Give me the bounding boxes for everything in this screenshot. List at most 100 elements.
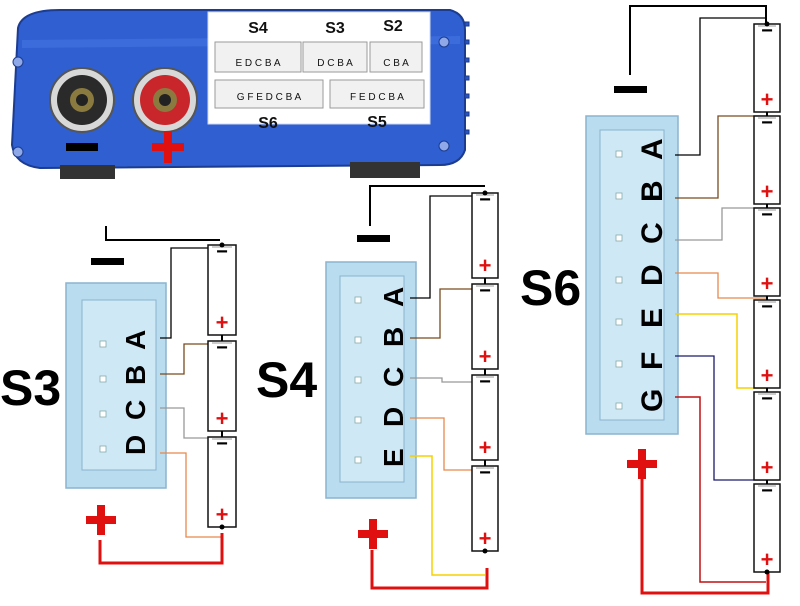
minus-icon: − bbox=[761, 480, 773, 502]
battery-cell: −+ bbox=[753, 204, 781, 297]
minus-icon bbox=[614, 86, 647, 93]
battery-stack-s3: −+−+−+ bbox=[207, 241, 237, 530]
plus-icon: + bbox=[479, 344, 492, 369]
minus-icon bbox=[66, 143, 98, 151]
battery-stack-s4: −+−+−+−+ bbox=[471, 189, 499, 554]
minus-icon: − bbox=[479, 462, 491, 484]
socket-s5 bbox=[329, 79, 425, 109]
battery-cell: −+ bbox=[207, 431, 237, 528]
pin-label-b: B bbox=[378, 327, 409, 347]
pin-label-d: D bbox=[120, 435, 151, 455]
wire-main-negative bbox=[629, 5, 767, 75]
socket-label-s2: S2 bbox=[383, 18, 403, 35]
plus-icon: + bbox=[216, 310, 229, 335]
device-foot bbox=[60, 165, 115, 179]
pin-label-a: A bbox=[120, 330, 151, 350]
minus-icon: − bbox=[216, 241, 228, 263]
socket-label-s4: S4 bbox=[248, 20, 268, 37]
socket-s5-pins: F E D C B A bbox=[350, 92, 404, 103]
wire-e bbox=[675, 313, 766, 389]
wire-main-negative bbox=[105, 226, 220, 241]
diagram-s3: S3 D C B A −+−+−+ bbox=[0, 226, 237, 565]
wire-e bbox=[410, 455, 485, 576]
wire-a bbox=[160, 247, 222, 339]
minus-icon: − bbox=[761, 204, 773, 226]
plus-icon: + bbox=[761, 547, 774, 572]
plus-icon bbox=[358, 519, 388, 549]
battery-cell: −+ bbox=[207, 241, 237, 336]
battery-stack-s6: −+−+−+−+−+−+ bbox=[753, 20, 781, 575]
wire-c bbox=[410, 377, 485, 383]
socket-s4-pins: E D C B A bbox=[235, 58, 280, 69]
plus-icon: + bbox=[761, 363, 774, 388]
socket-label-s6: S6 bbox=[258, 115, 278, 132]
plus-icon: + bbox=[216, 502, 229, 527]
screw-icon bbox=[438, 36, 450, 48]
pin-label-a: A bbox=[378, 287, 409, 307]
minus-icon: − bbox=[479, 189, 491, 211]
socket-s2-pins: C B A bbox=[383, 58, 409, 69]
socket-s6 bbox=[214, 79, 324, 109]
minus-icon: − bbox=[216, 337, 228, 359]
plus-icon: + bbox=[216, 406, 229, 431]
pin-label-c: C bbox=[636, 222, 669, 244]
battery-cell: −+ bbox=[471, 369, 499, 461]
diagram-label-s3: S3 bbox=[0, 360, 61, 416]
socket-s4 bbox=[214, 41, 302, 73]
minus-icon bbox=[357, 235, 390, 242]
plus-icon bbox=[86, 505, 116, 535]
screw-icon bbox=[12, 146, 24, 158]
wire-a bbox=[675, 17, 766, 156]
plus-icon: + bbox=[479, 526, 492, 551]
minus-icon: − bbox=[479, 280, 491, 302]
minus-icon bbox=[91, 258, 124, 265]
wire-main-positive bbox=[640, 478, 770, 595]
pin-label-c: C bbox=[378, 367, 409, 387]
pin-label-d: D bbox=[636, 264, 669, 286]
pin-label-a: A bbox=[636, 138, 669, 160]
diagram-s4: S4 E D C B A −+−+−+−+ bbox=[256, 185, 499, 590]
diagram-label-s4: S4 bbox=[256, 352, 317, 408]
socket-s3 bbox=[302, 41, 368, 73]
minus-icon: − bbox=[761, 112, 773, 134]
battery-cell: −+ bbox=[471, 189, 499, 279]
positive-jack bbox=[132, 67, 198, 133]
battery-cell: −+ bbox=[753, 480, 781, 573]
device-foot bbox=[350, 162, 420, 178]
wire-b bbox=[410, 288, 485, 339]
pin-label-e: E bbox=[378, 448, 409, 467]
battery-cell: −+ bbox=[471, 460, 499, 552]
pin-label-c: C bbox=[120, 400, 151, 420]
socket-label-s5: S5 bbox=[367, 114, 387, 131]
battery-cell: −+ bbox=[753, 388, 781, 481]
wire-a bbox=[410, 195, 485, 299]
plus-icon: + bbox=[761, 87, 774, 112]
screw-icon bbox=[12, 56, 24, 68]
plus-icon: + bbox=[479, 253, 492, 278]
battery-cell: −+ bbox=[471, 278, 499, 370]
socket-s2 bbox=[369, 41, 423, 73]
plus-icon: + bbox=[479, 435, 492, 460]
pin-label-b: B bbox=[636, 180, 669, 202]
diagram-s6: S6 G F E D C B A −+−+−+−+−+−+ bbox=[520, 5, 781, 595]
battery-cell: −+ bbox=[753, 296, 781, 389]
wire-g bbox=[675, 396, 766, 583]
wire-d bbox=[410, 417, 485, 471]
plus-icon: + bbox=[761, 455, 774, 480]
pin-label-d: D bbox=[378, 407, 409, 427]
wire-main-negative bbox=[369, 185, 485, 226]
socket-label-s3: S3 bbox=[325, 20, 345, 37]
minus-icon: − bbox=[761, 296, 773, 318]
plus-icon: + bbox=[761, 271, 774, 296]
socket-s3-pins: D C B A bbox=[317, 58, 353, 69]
wire-main-positive bbox=[370, 550, 489, 590]
minus-icon: − bbox=[216, 433, 228, 455]
charger-device: S4 S3 S2 E D C B A D C B A C B A G F E D… bbox=[10, 9, 470, 179]
wire-c bbox=[160, 407, 222, 439]
socket-s6-pins: G F E D C B A bbox=[237, 92, 302, 103]
battery-cell: −+ bbox=[753, 112, 781, 205]
wire-d bbox=[675, 272, 766, 299]
negative-jack bbox=[49, 67, 115, 133]
diagram-label-s6: S6 bbox=[520, 260, 581, 316]
